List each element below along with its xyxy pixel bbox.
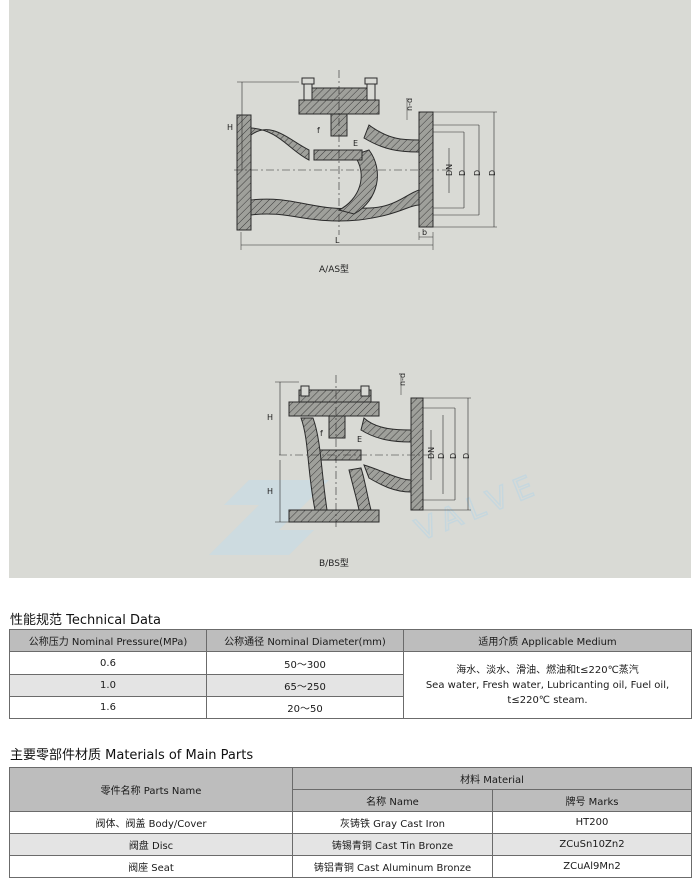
medium-line-steam: t≤220℃ steam.: [507, 694, 588, 706]
header-part-name: 零件名称 Parts Name: [9, 767, 293, 812]
part-cell: 阀体、阀盖 Body/Cover: [9, 811, 293, 834]
label-h: H: [227, 123, 233, 132]
table-row: 阀体、阀盖 Body/Cover 灰铸铁 Gray Cast Iron HT20…: [9, 811, 692, 834]
label-f-b: f: [320, 429, 323, 438]
label-f: f: [317, 126, 320, 135]
technical-data-title: 性能规范 Technical Data: [10, 613, 161, 628]
table-row: 阀盘 Disc 铸锡青铜 Cast Tin Bronze ZCuSn10Zn2: [9, 833, 692, 856]
material-name-cell: 灰铸铁 Gray Cast Iron: [292, 811, 493, 834]
material-mark-cell: ZCuSn10Zn2: [492, 833, 692, 856]
medium-cell: 海水、淡水、滑油、燃油和t≤220℃蒸汽 Sea water, Fresh wa…: [403, 651, 692, 719]
table-row: 1.0 65～250: [9, 674, 692, 697]
pressure-cell: 1.6: [9, 696, 207, 719]
diameter-cell: 65～250: [206, 674, 404, 697]
materials-subheader-row: 名称 Name 牌号 Marks: [10, 789, 692, 812]
table-row: 阀座 Seat 铸铝青铜 Cast Aluminum Bronze ZCuAl9…: [9, 855, 692, 878]
dimension-labels-a: H L b n-d DN D D D f E: [227, 98, 497, 245]
valve-drawing-a: [234, 70, 497, 250]
material-mark-cell: ZCuAl9Mn2: [492, 855, 692, 878]
medium-line-en: Sea water, Fresh water, Lubricanting oil…: [425, 679, 670, 691]
bottom-caption: B/BS型: [319, 558, 349, 569]
label-d-b: D: [462, 453, 471, 459]
material-mark-cell: HT200: [492, 811, 692, 834]
dimension-labels-b: H H n-d DN D D D f E: [267, 373, 471, 496]
label-dn: DN: [445, 164, 454, 176]
pressure-cell: 0.6: [9, 651, 207, 675]
label-nd: n-d: [405, 98, 414, 111]
table-row: 1.6 20～50: [9, 696, 692, 719]
label-d1: D: [473, 170, 482, 176]
label-e-b: E: [357, 435, 362, 444]
label-d2-b: D: [437, 453, 446, 459]
label-h-upper: H: [267, 413, 273, 422]
table-row: 0.6 50～300 海水、淡水、滑油、燃油和t≤220℃蒸汽 Sea wate…: [9, 651, 692, 719]
part-cell: 阀座 Seat: [9, 855, 293, 878]
materials-title: 主要零部件材质 Materials of Main Parts: [10, 748, 254, 763]
label-d1-b: D: [449, 453, 458, 459]
header-medium: 适用介质 Applicable Medium: [403, 629, 692, 652]
part-cell: 阀盘 Disc: [9, 833, 293, 856]
material-name-cell: 铸铝青铜 Cast Aluminum Bronze: [292, 855, 493, 878]
material-name-cell: 铸锡青铜 Cast Tin Bronze: [292, 833, 493, 856]
header-pressure: 公称压力 Nominal Pressure(MPa): [9, 629, 207, 652]
technical-header-row: 公称压力 Nominal Pressure(MPa) 公称通径 Nominal …: [9, 629, 692, 652]
label-e: E: [353, 139, 358, 148]
valve-drawings: VALVE: [209, 70, 547, 569]
label-h-lower: H: [267, 487, 273, 496]
label-d: D: [488, 170, 497, 176]
label-d2: D: [458, 170, 467, 176]
label-nd-b: n-d: [398, 373, 407, 386]
diameter-cell: 50～300: [206, 651, 404, 675]
header-material: 材料 Material: [292, 767, 692, 790]
valve-drawing-b: [275, 375, 471, 530]
header-marks: 牌号 Marks: [492, 789, 692, 812]
drawing-panel: VALVE: [9, 0, 691, 578]
label-b: b: [422, 228, 427, 237]
header-name: 名称 Name: [292, 789, 493, 812]
materials-header-row: 零件名称 Parts Name 材料 Material: [9, 767, 692, 812]
pressure-cell: 1.0: [9, 674, 207, 697]
technical-data-table: 公称压力 Nominal Pressure(MPa) 公称通径 Nominal …: [9, 629, 692, 719]
top-caption: A/AS型: [319, 264, 349, 275]
materials-table: 零件名称 Parts Name 材料 Material 名称 Name 牌号 M…: [9, 767, 692, 878]
label-l: L: [335, 236, 340, 245]
header-diameter: 公称通径 Nominal Diameter(mm): [206, 629, 404, 652]
diameter-cell: 20～50: [206, 696, 404, 719]
medium-line-cn: 海水、淡水、滑油、燃油和t≤220℃蒸汽: [456, 664, 639, 676]
label-dn-b: DN: [427, 447, 436, 459]
